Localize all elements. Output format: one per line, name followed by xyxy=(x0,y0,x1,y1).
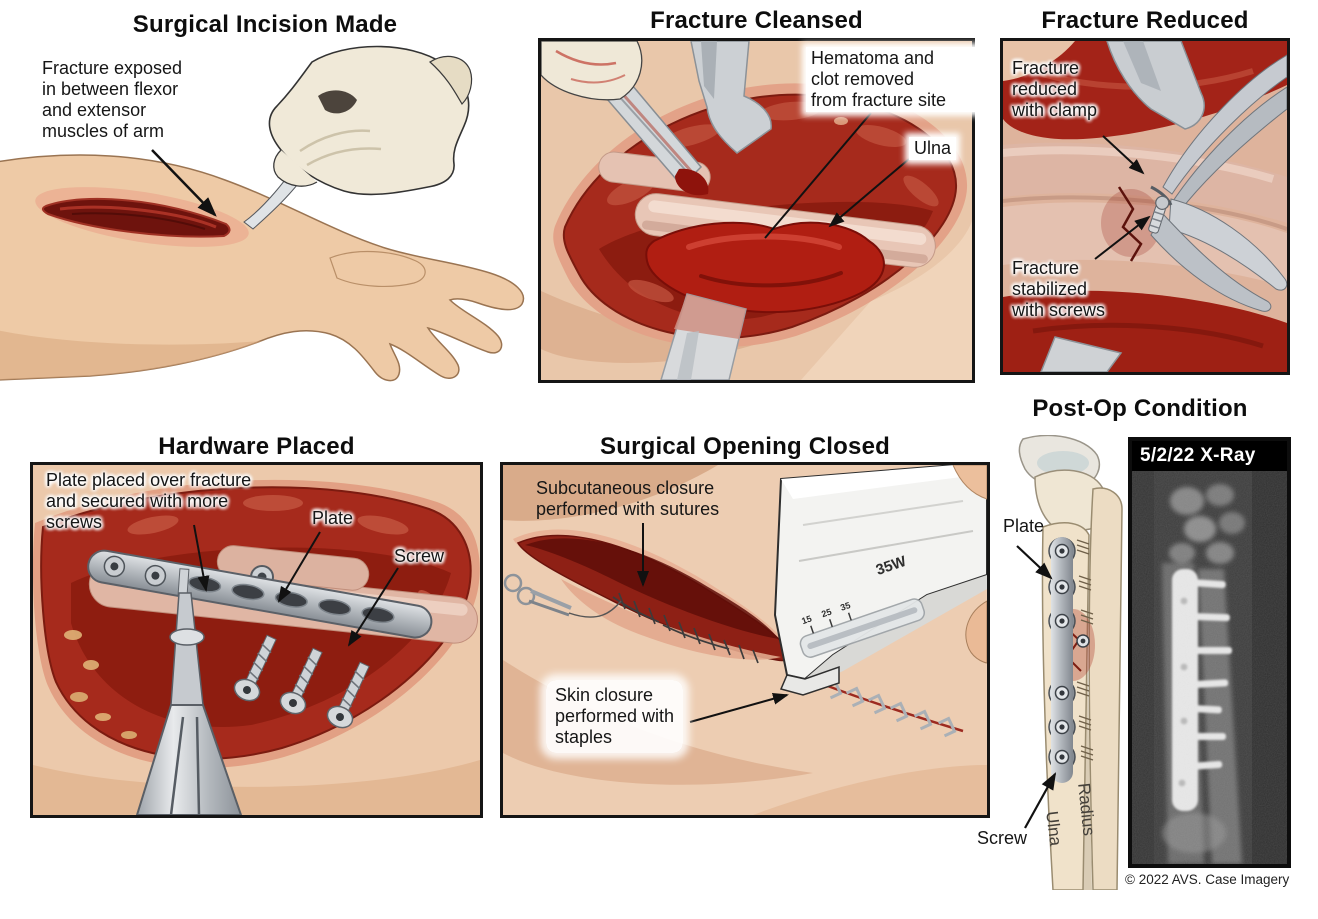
incision-artwork xyxy=(0,45,525,382)
hardware-artwork xyxy=(33,465,480,815)
annotation-screw: Screw xyxy=(977,828,1028,848)
arrow-to-screw xyxy=(347,567,399,647)
skin-stapler: 15 25 35 35W xyxy=(773,465,987,696)
incision-wound xyxy=(35,187,249,247)
needle-holder xyxy=(503,573,622,618)
arrow-to-staples xyxy=(689,692,789,723)
annotation-screw: Screw xyxy=(394,546,445,566)
title-hardware-placed: Hardware Placed xyxy=(158,433,355,460)
reduced-artwork xyxy=(1003,41,1287,372)
xray-panel: 5/2/22 X-Ray xyxy=(1128,437,1291,868)
annotation-fracture-exposed: Fracture exposed in between flexor and e… xyxy=(42,58,183,141)
annotation-skin-closure: Skin closure performed with staples xyxy=(546,680,684,753)
loose-screws xyxy=(233,634,370,729)
hematoma xyxy=(645,221,885,314)
leader-ulna xyxy=(828,158,910,228)
retractor-bottom xyxy=(1040,336,1123,372)
retractor-top xyxy=(1106,41,1205,130)
fracture-crack xyxy=(1117,186,1143,262)
title-fracture-cleansed: Fracture Cleansed xyxy=(650,7,863,34)
plate-screw-heads xyxy=(1054,543,1090,765)
stapler-scale-15: 15 xyxy=(800,613,813,626)
screwdriver xyxy=(135,568,243,815)
title-fracture-reduced: Fracture Reduced xyxy=(1041,7,1249,34)
copyright-credit: © 2022 AVS. Case Imagery xyxy=(1125,872,1290,887)
annotation-plate-secured: Plate placed over fracture and secured w… xyxy=(46,470,252,532)
radius-bone xyxy=(1088,487,1123,890)
panel-fracture-cleansed xyxy=(538,38,975,383)
title-surgical-incision: Surgical Incision Made xyxy=(132,11,398,38)
arrow-to-plate xyxy=(277,531,321,603)
arrow-to-clamp xyxy=(1102,135,1145,175)
xray-date-label: 5/2/22 X-Ray xyxy=(1132,441,1287,471)
fixation-screw xyxy=(1148,195,1170,234)
finger xyxy=(965,600,987,664)
glove-finger xyxy=(541,41,643,101)
sutured-incision xyxy=(513,529,791,664)
annotation-subcutaneous: Subcutaneous closure performed with sutu… xyxy=(536,478,720,519)
annotation-plate: Plate xyxy=(312,508,354,528)
annotation-hematoma: Hematoma and clot removed from fracture … xyxy=(806,47,986,112)
leader-plate-secured xyxy=(193,524,210,592)
fixation-plate xyxy=(87,549,433,639)
cleansed-artwork xyxy=(541,41,972,380)
panel-hardware-placed xyxy=(30,462,483,818)
annotation-fracture-stabilized: Fracture stabilized with screws xyxy=(1012,258,1106,320)
annotation-plate: Plate xyxy=(1003,516,1045,536)
stapler-scale-25: 25 xyxy=(820,607,833,620)
xray-image xyxy=(1132,471,1287,864)
sutures xyxy=(612,592,759,664)
annotation-fracture-reduced: Fracture reduced with clamp xyxy=(1012,58,1098,120)
retractor-bottom xyxy=(660,293,747,380)
title-post-op: Post-Op Condition xyxy=(1032,395,1248,422)
retractor-top xyxy=(690,41,772,154)
post-op-section: Plate Screw Ulna Radius 5/2/22 X-Ray xyxy=(975,390,1318,919)
fixation-plate xyxy=(1048,537,1090,783)
screw-tips xyxy=(1076,539,1094,761)
panel-opening-closed: 15 25 35 35W xyxy=(500,462,990,818)
closure-artwork: 15 25 35 35W xyxy=(503,465,987,815)
leader-hematoma xyxy=(764,112,872,239)
reduction-clamp xyxy=(1150,54,1287,312)
postop-bone-illustration xyxy=(1018,435,1123,890)
bone-label-ulna: Ulna xyxy=(1042,810,1066,848)
annotation-ulna: Ulna xyxy=(909,137,957,160)
surgeon-glove xyxy=(268,45,473,196)
fingertip xyxy=(952,465,987,500)
stapler-scale-35: 35 xyxy=(839,600,852,613)
title-opening-closed: Surgical Opening Closed xyxy=(600,433,890,460)
panel-fracture-reduced xyxy=(1000,38,1290,375)
arrow-to-incision xyxy=(151,149,217,217)
arrow-to-screws xyxy=(1094,215,1151,260)
